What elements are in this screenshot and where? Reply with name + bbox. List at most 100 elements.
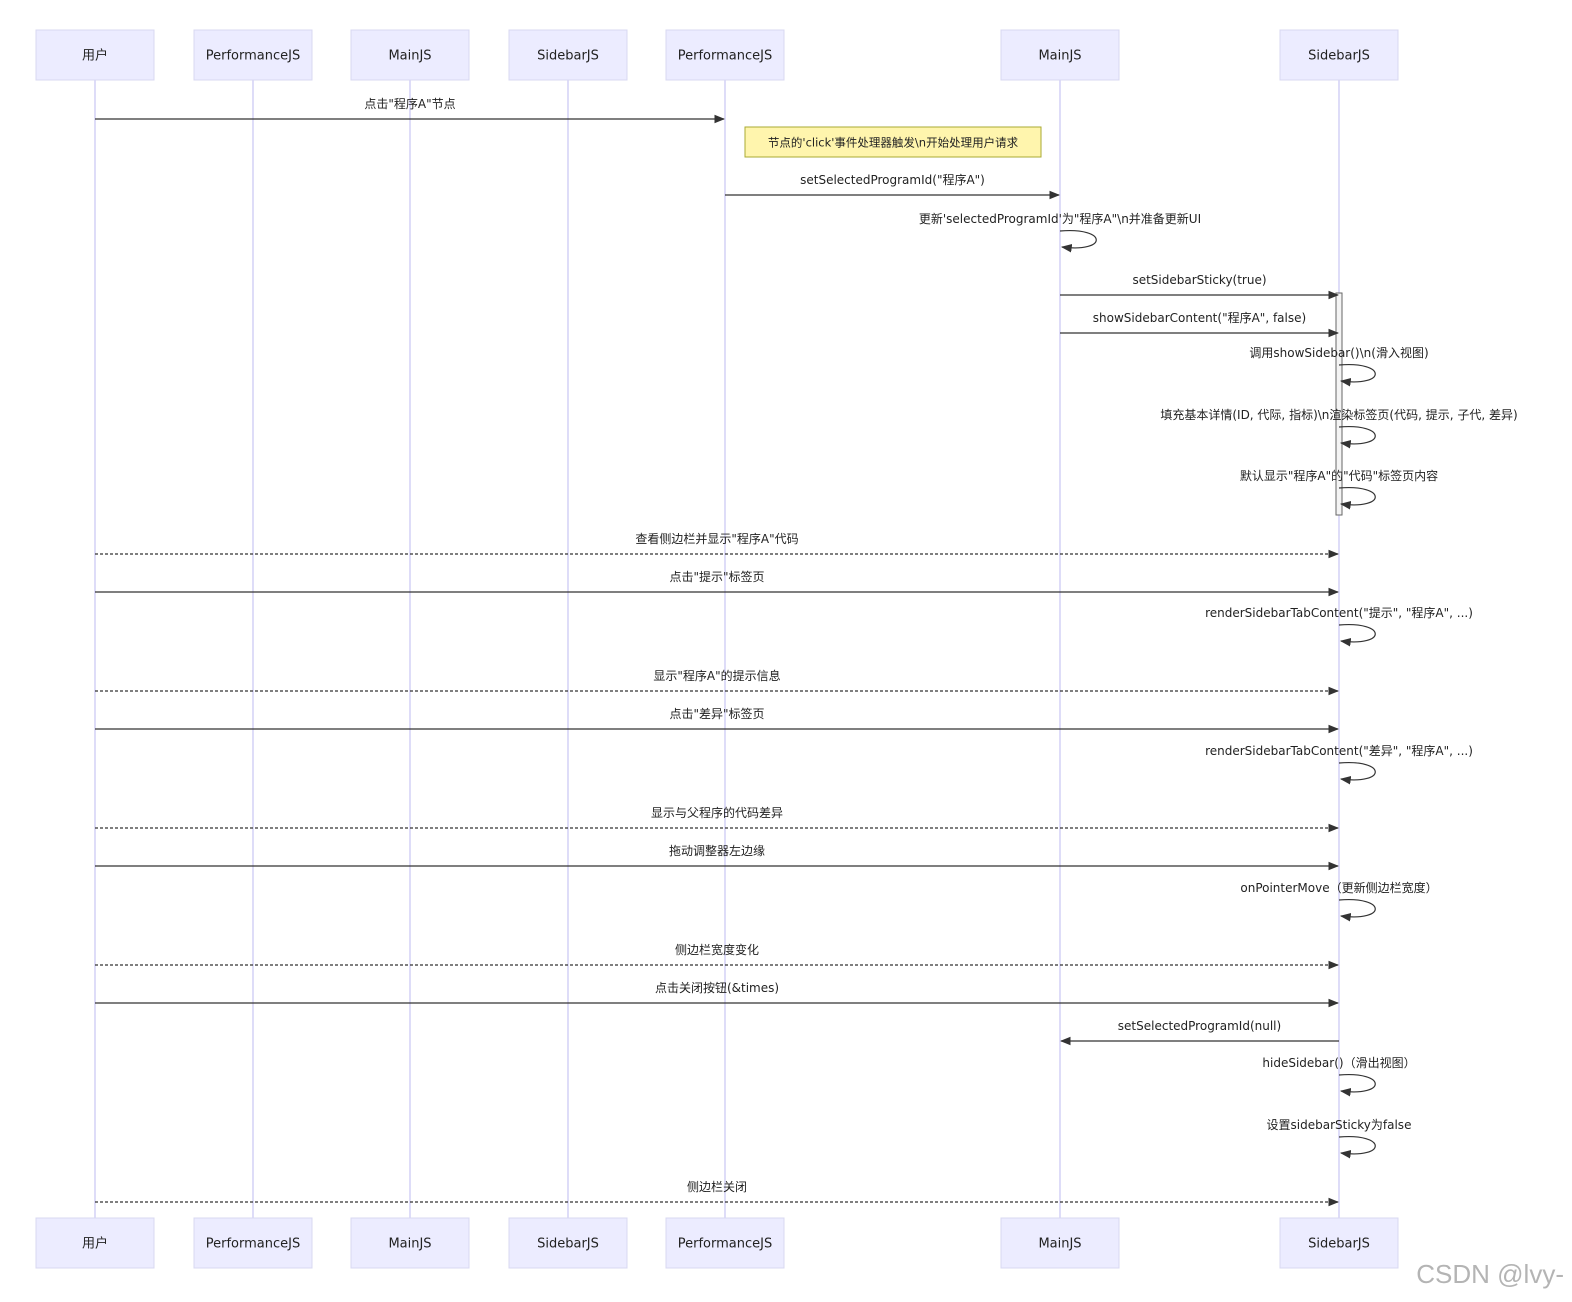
participant-bottom: SidebarJS [1279,1217,1399,1269]
message: 查看侧边栏并显示"程序A"代码 [95,531,1340,559]
note-text: 节点的'click'事件处理器触发\n开始处理用户请求 [768,136,1019,150]
participant-box [193,1217,313,1269]
self-message-arrow [1338,487,1376,510]
participant-bottom: PerformanceJS [665,1217,785,1269]
participant-box [508,1217,628,1269]
participant-top: SidebarJS [1279,29,1399,81]
self-message-arrow [1338,762,1376,785]
watermark: CSDN @lvy- [1416,1259,1564,1289]
message-label: 点击关闭按钮(&times) [655,980,779,995]
message-label: 点击"差异"标签页 [669,706,764,721]
message: setSelectedProgramId(null) [1059,1019,1339,1046]
message-label: 侧边栏关闭 [687,1179,747,1194]
message: 点击"差异"标签页 [95,706,1340,734]
participant-box [665,1217,785,1269]
message: 显示"程序A"的提示信息 [95,668,1340,696]
message-label: 拖动调整器左边缘 [669,843,765,858]
message: 侧边栏关闭 [95,1179,1340,1207]
note-box [744,126,1042,158]
participant-box [1279,29,1399,81]
message: 调用showSidebar()\n(滑入视图) [1249,345,1429,387]
message-label: 填充基本详情(ID, 代际, 指标)\n渲染标签页(代码, 提示, 子代, 差异… [1160,407,1517,422]
participant-label: 用户 [82,1236,108,1252]
participant-label: MainJS [1038,49,1081,64]
message: onPointerMove（更新侧边栏宽度） [1240,880,1438,922]
message-label: renderSidebarTabContent("提示", "程序A", ...… [1205,605,1473,620]
participant-box [1000,29,1120,81]
self-message-arrow [1338,624,1376,647]
message: renderSidebarTabContent("提示", "程序A", ...… [1205,605,1473,647]
self-message-arrow [1338,364,1376,387]
message-label: setSelectedProgramId("程序A") [800,172,985,187]
message-label: 设置sidebarSticky为false [1267,1118,1412,1132]
message: showSidebarContent("程序A", false) [1060,310,1340,338]
message-label: renderSidebarTabContent("差异", "程序A", ...… [1205,743,1473,758]
participant-top: MainJS [1000,29,1120,81]
participant-label: PerformanceJS [206,49,300,64]
participant-box [665,29,785,81]
message: 点击"程序A"节点 [95,96,726,124]
message-label: showSidebarContent("程序A", false) [1093,310,1306,325]
participant-label: SidebarJS [537,49,599,64]
participant-box [350,1217,470,1269]
message-label: onPointerMove（更新侧边栏宽度） [1240,880,1437,895]
self-message-arrow [1338,426,1376,449]
participant-label: MainJS [388,49,431,64]
message-label: setSidebarSticky(true) [1132,273,1266,287]
message-label: setSelectedProgramId(null) [1118,1019,1281,1033]
message: renderSidebarTabContent("差异", "程序A", ...… [1205,743,1473,785]
message-label: 显示"程序A"的提示信息 [653,668,780,683]
message-label: 调用showSidebar()\n(滑入视图) [1249,345,1428,360]
message-label: 显示与父程序的代码差异 [651,805,783,820]
message: 拖动调整器左边缘 [95,843,1340,871]
participant-box [35,1217,155,1269]
message: 点击关闭按钮(&times) [95,980,1340,1008]
message-label: 默认显示"程序A"的"代码"标签页内容 [1240,468,1438,483]
participant-box [35,29,155,81]
message: 默认显示"程序A"的"代码"标签页内容 [1240,468,1438,510]
participant-label: MainJS [1038,1237,1081,1252]
participant-top: MainJS [350,29,470,81]
participant-label: 用户 [82,48,108,64]
participant-label: SidebarJS [1308,1237,1370,1252]
participant-bottom: MainJS [1000,1217,1120,1269]
participant-label: PerformanceJS [678,49,772,64]
self-message-arrow [1338,1074,1376,1097]
message-label: 侧边栏宽度变化 [675,942,759,957]
participant-box [1000,1217,1120,1269]
message: setSelectedProgramId("程序A") [725,172,1061,200]
message: 更新'selectedProgramId'为"程序A"\n并准备更新UI [919,211,1201,253]
participant-box [193,29,313,81]
message: hideSidebar()（滑出视图） [1262,1055,1416,1097]
message-label: 点击"提示"标签页 [669,569,764,584]
message-label: 查看侧边栏并显示"程序A"代码 [635,531,798,546]
participant-bottom: MainJS [350,1217,470,1269]
self-message-arrow [1059,230,1097,253]
participant-bottom: 用户 [35,1217,155,1269]
message: 设置sidebarSticky为false [1267,1118,1412,1159]
participant-top: 用户 [35,29,155,81]
participant-top: PerformanceJS [665,29,785,81]
participant-label: PerformanceJS [206,1237,300,1252]
message: 侧边栏宽度变化 [95,942,1340,970]
participant-box [508,29,628,81]
self-message-arrow [1338,899,1376,922]
participant-box [1279,1217,1399,1269]
message-label: 点击"程序A"节点 [364,96,455,111]
participant-top: SidebarJS [508,29,628,81]
self-message-arrow [1338,1136,1376,1159]
message: 点击"提示"标签页 [95,569,1340,597]
participant-box [350,29,470,81]
message: setSidebarSticky(true) [1060,273,1340,300]
participant-label: SidebarJS [1308,49,1370,64]
participant-bottom: PerformanceJS [193,1217,313,1269]
participant-label: SidebarJS [537,1237,599,1252]
message: 显示与父程序的代码差异 [95,805,1340,833]
message-label: hideSidebar()（滑出视图） [1262,1055,1415,1070]
message: 填充基本详情(ID, 代际, 指标)\n渲染标签页(代码, 提示, 子代, 差异… [1160,407,1518,449]
participant-bottom: SidebarJS [508,1217,628,1269]
participant-top: PerformanceJS [193,29,313,81]
participant-label: PerformanceJS [678,1237,772,1252]
participant-label: MainJS [388,1237,431,1252]
